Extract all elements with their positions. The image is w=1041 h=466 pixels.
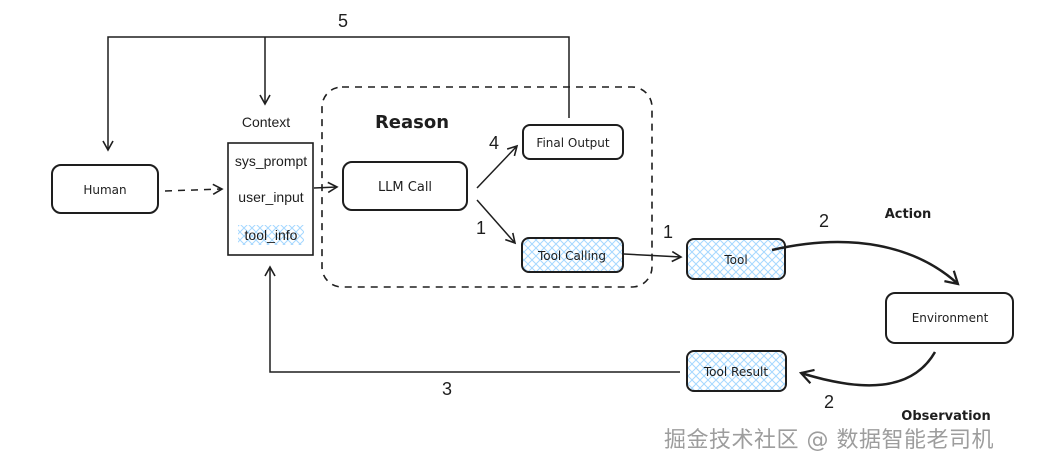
context-item-tool-info: tool_info — [245, 227, 298, 243]
final-output-node — [522, 124, 624, 160]
llm-call-node — [342, 161, 468, 211]
action-label: Action — [885, 207, 932, 222]
human-to-context-edge — [164, 183, 224, 195]
tool-calling-label: Tool Calling — [537, 249, 606, 263]
watermark: 掘金技术社区 @ 数据智能老司机 — [664, 428, 994, 453]
tool-node — [686, 238, 786, 280]
edge-label-2b: 2 — [824, 392, 834, 412]
llm-call-label: LLM Call — [378, 180, 432, 195]
llm-to-tool-calling-edge — [476, 199, 517, 245]
context-to-llm-edge — [313, 181, 339, 194]
human-label: Human — [83, 183, 126, 197]
edge-label-4: 4 — [489, 133, 499, 153]
edge-label-1b: 1 — [663, 222, 673, 242]
loop-edge-to-human — [102, 36, 570, 152]
tool-to-environment-edge — [771, 240, 960, 286]
context-title: Context — [242, 114, 290, 130]
edge-label-5: 5 — [338, 11, 348, 31]
reason-title: Reason — [375, 112, 449, 133]
llm-to-final-output-edge — [476, 144, 519, 189]
tool-result-label: Tool Result — [703, 365, 768, 379]
human-node — [51, 164, 159, 214]
tool-calling-node — [521, 237, 624, 273]
environment-node — [885, 292, 1014, 344]
tool-label: Tool — [723, 253, 747, 267]
final-output-label: Final Output — [536, 136, 609, 150]
edge-label-2a: 2 — [819, 211, 829, 231]
tool-calling-to-tool-edge — [623, 250, 683, 263]
context-item-user-input: user_input — [238, 189, 303, 205]
context-item-sys-prompt: sys_prompt — [235, 153, 307, 169]
environment-to-tool-result-edge — [798, 351, 937, 387]
tool-info-highlight — [238, 225, 304, 245]
environment-label: Environment — [912, 311, 989, 325]
tool-result-to-context-edge — [264, 265, 680, 373]
tool-result-node — [686, 350, 787, 392]
edge-label-1a: 1 — [476, 218, 486, 238]
observation-label: Observation — [901, 409, 990, 424]
edge-label-3: 3 — [442, 379, 452, 399]
